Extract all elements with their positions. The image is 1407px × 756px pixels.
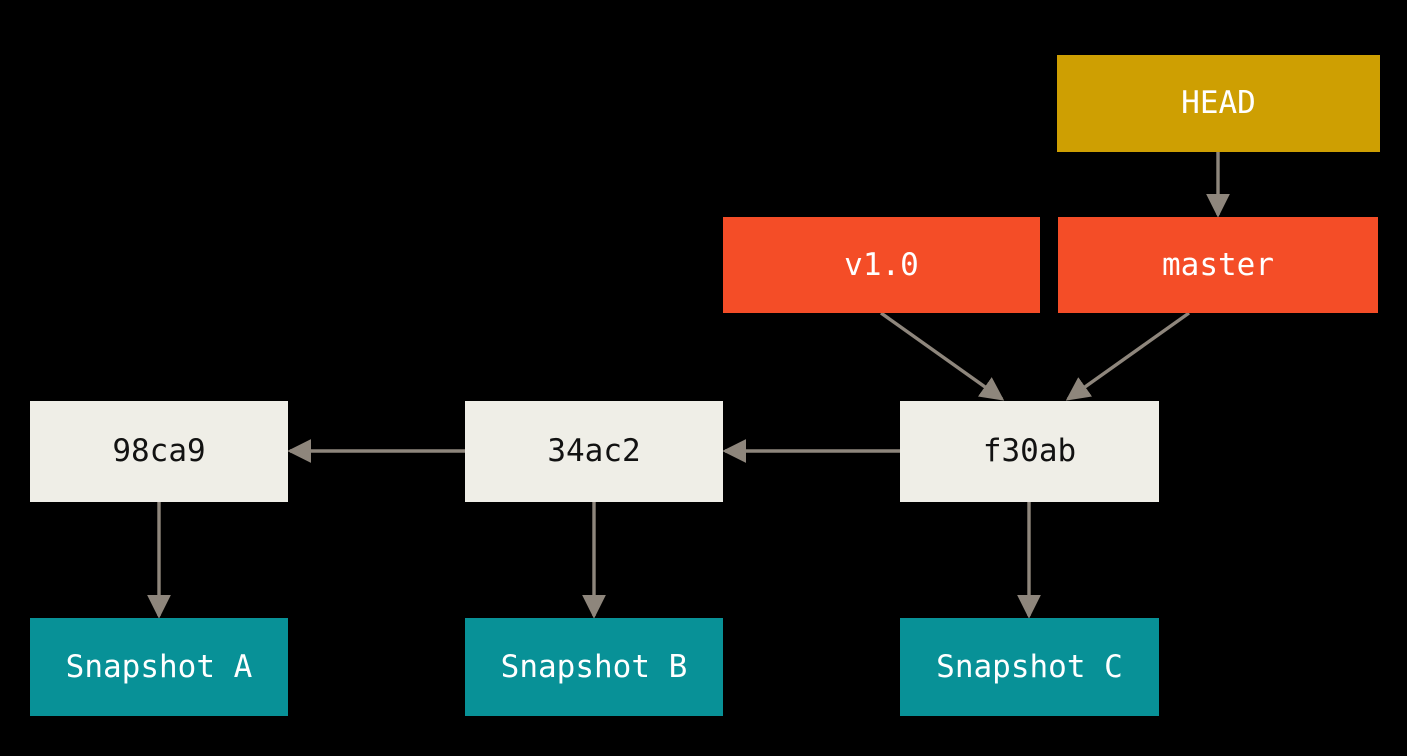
edge-master-to-f30ab (1065, 311, 1190, 401)
node-snapshot-a-label: Snapshot A (65, 648, 253, 685)
node-head[interactable]: HEAD (1057, 55, 1380, 152)
node-snapshot-c-label: Snapshot C (936, 648, 1123, 685)
node-branch-master[interactable]: master (1058, 217, 1378, 313)
node-tag-v1-0-label: v1.0 (844, 246, 919, 283)
node-head-label: HEAD (1181, 85, 1256, 121)
node-snapshot-b[interactable]: Snapshot B (465, 618, 723, 716)
node-commit-f30ab-label: f30ab (982, 433, 1077, 469)
node-commit-34ac2-label: 34ac2 (547, 433, 641, 469)
node-commit-f30ab[interactable]: f30ab (900, 401, 1159, 502)
edge-v1.0-to-f30ab (880, 311, 1005, 401)
node-commit-98ca9-label: 98ca9 (112, 433, 206, 469)
node-commit-34ac2[interactable]: 34ac2 (465, 401, 723, 502)
node-snapshot-b-label: Snapshot B (500, 648, 688, 685)
node-commit-98ca9[interactable]: 98ca9 (30, 401, 288, 502)
node-branch-master-label: master (1162, 246, 1274, 283)
node-tag-v1-0[interactable]: v1.0 (723, 217, 1040, 313)
node-snapshot-c[interactable]: Snapshot C (900, 618, 1159, 716)
node-snapshot-a[interactable]: Snapshot A (30, 618, 288, 716)
